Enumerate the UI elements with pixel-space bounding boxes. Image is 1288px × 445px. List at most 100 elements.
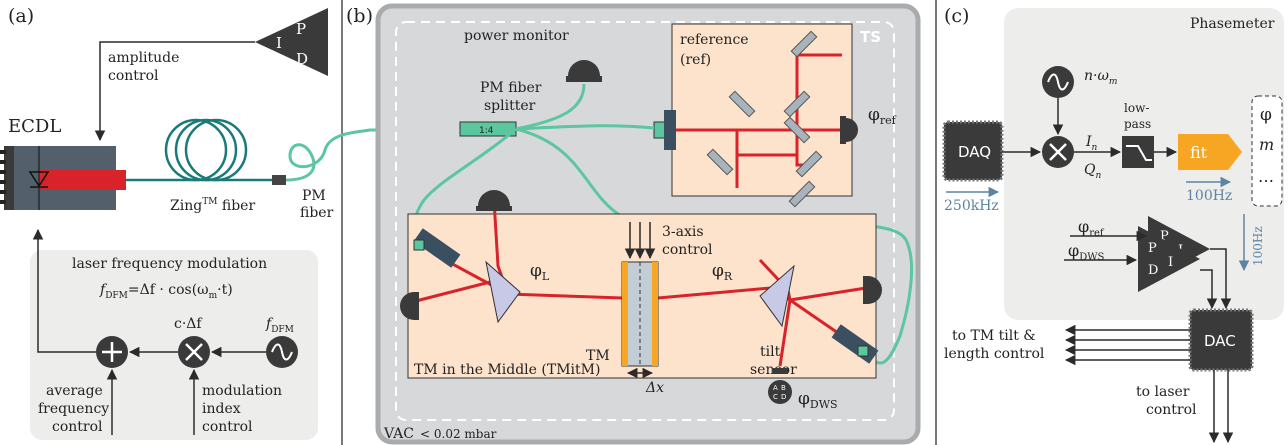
oscillator-icon: [266, 336, 298, 368]
modulation-title: laser frequency modulation: [72, 256, 267, 272]
splitter-label-1: PM fiber: [480, 80, 542, 96]
output-m: m: [1259, 135, 1274, 154]
vac-label: VAC: [383, 426, 414, 442]
to-laser-label-2: control: [1146, 402, 1197, 418]
panel-b-label: (b): [346, 5, 373, 27]
splitter-ratio: 1:4: [479, 126, 494, 136]
svg-text:C: C: [773, 393, 778, 401]
output-ellipsis: …: [1258, 167, 1274, 186]
ref-abbrev-label: (ref): [680, 52, 711, 68]
daq-chip: DAQ: [942, 120, 1004, 182]
i-n-label: In: [1085, 134, 1098, 153]
pdi-dws-controller: P D I: [1138, 226, 1200, 292]
reference-bench: [671, 23, 853, 197]
svg-text:I: I: [1168, 255, 1173, 270]
power-monitor-label: power monitor: [464, 28, 569, 44]
right-side-photodiode-icon: [863, 276, 882, 304]
dac-to-laser-arrows: [1208, 370, 1234, 444]
q-n-label: Qn: [1084, 162, 1101, 181]
tilt-sensor-icon: [772, 368, 788, 374]
modulation-box: [30, 250, 318, 440]
svg-text:D: D: [1148, 263, 1158, 278]
pdi-rate-label: 100Hz: [1251, 226, 1265, 266]
three-axis-arrows: [624, 222, 656, 260]
dac-chip: DAC: [1188, 308, 1254, 372]
to-tm-label-1: to TM tilt &: [952, 328, 1036, 344]
sum-node: [96, 336, 128, 368]
reference-label: reference: [680, 32, 749, 48]
to-laser-label-1: to laser: [1136, 384, 1190, 400]
avg-label-1: average: [46, 383, 103, 399]
pd-letter-d: D: [296, 50, 308, 68]
pdi-ref-to-dac-arrow: [1210, 248, 1232, 310]
avg-label-3: control: [52, 419, 103, 435]
zing-fiber-coil: [126, 118, 286, 185]
fiber-to-reference: [515, 124, 655, 131]
amplitude-control-arrow: [94, 41, 255, 142]
outputs-box: [1251, 95, 1283, 207]
svg-text:DAQ: DAQ: [958, 143, 991, 161]
panel-a-label: (a): [8, 5, 34, 27]
tmitm-label: TM in the Middle (TMitM): [414, 362, 600, 378]
amplitude-pd-amplifier: I P D: [255, 8, 328, 76]
mod-label-3: control: [202, 419, 253, 435]
phasemeter-oscillator-icon: [1042, 66, 1074, 98]
tm-label: TM: [586, 348, 610, 364]
fiber-to-power-monitor: [515, 83, 586, 131]
pdi-dws-to-dac-arrow: [1200, 269, 1218, 310]
lowpass-label-2: pass: [1124, 117, 1151, 131]
ref-photodiode-icon: [840, 116, 858, 144]
thermal-shield: [395, 21, 895, 421]
sum-to-ecdl-arrow: [32, 228, 96, 353]
svg-text:A: A: [773, 384, 778, 392]
amplitude-control-label: control: [108, 68, 159, 84]
svg-text:P: P: [1148, 241, 1157, 256]
quadrant-photodiode-icon: A B C D: [768, 380, 792, 404]
tilt-label: tilt: [760, 344, 781, 360]
left-side-photodiode-icon: [400, 292, 419, 320]
left-top-photodiode-icon: [476, 190, 512, 211]
control-label: control: [662, 242, 713, 258]
panel-c-label: (c): [944, 5, 969, 27]
pressure-label: < 0.02 mbar: [420, 427, 497, 441]
three-axis-label: 3-axis: [662, 224, 704, 240]
svg-text:B: B: [781, 384, 786, 392]
pd-letter-i: I: [276, 34, 282, 52]
pd-letter-p: P: [296, 20, 306, 38]
pm-label: PM: [302, 188, 326, 204]
ts-label: TS: [860, 28, 881, 46]
delta-x-label: Δx: [645, 380, 664, 396]
phi-dws-label: φDWS: [798, 389, 838, 411]
pc-phi-dws-label: φDWS: [1068, 241, 1104, 263]
modulation-formula: fDFM=Δf · cos(ωm·t): [99, 282, 233, 301]
phasemeter-label: Phasemeter: [1190, 16, 1275, 32]
power-monitor-icon: [566, 60, 602, 82]
pc-phi-ref-label: φref: [1078, 217, 1105, 239]
left-prism: [485, 260, 521, 324]
ref-fiber-collimator: [653, 110, 676, 150]
mixer-node: [1042, 136, 1074, 168]
fit-block: [1178, 134, 1242, 170]
phi-ref-label: φref: [868, 105, 897, 127]
fit-label: fit: [1190, 143, 1208, 162]
svg-text:D: D: [781, 393, 786, 401]
avg-label-2: frequency: [38, 401, 109, 417]
output-phi: φ: [1260, 105, 1272, 125]
ecdl-label: ECDL: [8, 116, 61, 137]
amplitude-label: amplitude: [108, 50, 179, 66]
phi-l-label: φL: [530, 261, 550, 283]
fit-rate-label: 100Hz: [1186, 188, 1232, 204]
zing-fiber-label: ZingTM fiber: [170, 197, 255, 214]
mod-label-1: modulation: [202, 383, 282, 399]
right-fiber-launcher: [831, 324, 879, 364]
pm-fiber: [285, 128, 460, 182]
splitter-label-2: splitter: [484, 98, 536, 114]
n-omega-label: n·ωm: [1084, 68, 1117, 87]
reference-interferometer: [672, 30, 842, 208]
left-fiber-launcher: [413, 228, 461, 268]
f-dfm-label: fDFM: [265, 316, 294, 335]
test-mass: [621, 261, 659, 367]
mod-label-2: index: [202, 401, 241, 417]
ecdl-laser: [0, 146, 126, 210]
